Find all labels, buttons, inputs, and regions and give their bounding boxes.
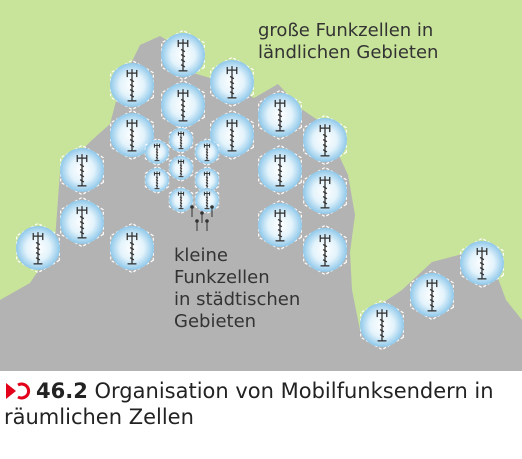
cell-tower-icon bbox=[153, 143, 161, 162]
cell-tower-icon bbox=[226, 66, 238, 99]
figure-caption: 46.2 Organisation von Mobilfunksendern i… bbox=[4, 378, 518, 430]
cell-tower-icon bbox=[274, 154, 286, 187]
large-cell-18 bbox=[410, 269, 454, 321]
large-cell-11 bbox=[303, 166, 347, 218]
cell-tower-icon bbox=[274, 209, 286, 242]
cell-tower-icon bbox=[76, 206, 88, 239]
large-cell-12 bbox=[60, 196, 104, 248]
tower-layer bbox=[16, 29, 504, 351]
rural-cells-label: große Funkzellen in ländlichen Gebieten bbox=[258, 20, 508, 64]
small-cell-2 bbox=[168, 125, 194, 155]
cell-tower-icon bbox=[177, 39, 189, 72]
large-cell-2 bbox=[110, 59, 154, 111]
rural-label-line-1: große Funkzellen in bbox=[258, 20, 434, 41]
cell-tower-icon bbox=[153, 171, 161, 190]
caption-number: 46.2 bbox=[36, 379, 88, 403]
cell-tower-icon bbox=[177, 89, 189, 122]
small-cell-1 bbox=[144, 137, 170, 167]
large-cell-8 bbox=[303, 114, 347, 166]
small-cell-6 bbox=[194, 165, 220, 195]
urban-cells-label: kleine Funkzellen in städtischen Gebiete… bbox=[174, 245, 344, 333]
cell-diagram bbox=[0, 0, 522, 371]
caption-text-line-1: Organisation von Mobilfunksendern in bbox=[94, 379, 494, 403]
caption-marker-icon bbox=[6, 382, 31, 400]
cell-tower-icon bbox=[319, 124, 331, 157]
large-cell-15 bbox=[110, 222, 154, 274]
micro-antenna-icon bbox=[200, 211, 204, 223]
cell-tower-icon bbox=[126, 69, 138, 102]
cell-tower-icon bbox=[126, 119, 138, 152]
large-cell-10 bbox=[258, 144, 302, 196]
urban-label-line-4: Gebieten bbox=[174, 311, 257, 332]
large-cell-19 bbox=[460, 237, 504, 289]
small-cell-3 bbox=[194, 137, 220, 167]
cell-tower-icon bbox=[76, 154, 88, 187]
micro-antenna-icon bbox=[205, 219, 209, 231]
small-cell-4 bbox=[144, 165, 170, 195]
cell-tower-icon bbox=[203, 191, 211, 210]
cell-tower-icon bbox=[426, 279, 438, 312]
rural-label-line-2: ländlichen Gebieten bbox=[258, 42, 439, 63]
micro-antenna-icon bbox=[190, 205, 194, 217]
cell-tower-icon bbox=[177, 131, 185, 150]
large-cell-9 bbox=[60, 144, 104, 196]
cell-tower-icon bbox=[32, 232, 44, 265]
small-cell-7 bbox=[168, 185, 194, 215]
cell-tower-icon bbox=[476, 247, 488, 280]
large-cell-17 bbox=[360, 299, 404, 351]
urban-label-line-2: Funkzellen bbox=[174, 267, 270, 288]
urban-label-line-1: kleine bbox=[174, 245, 228, 266]
cell-tower-icon bbox=[274, 99, 286, 132]
urban-label-line-3: in städtischen bbox=[174, 289, 301, 310]
cell-tower-icon bbox=[177, 159, 185, 178]
large-cell-3 bbox=[210, 56, 254, 108]
cell-tower-icon bbox=[319, 176, 331, 209]
cell-tower-icon bbox=[203, 143, 211, 162]
caption-text-line-2: räumlichen Zellen bbox=[4, 405, 194, 429]
large-cell-5 bbox=[258, 89, 302, 141]
large-cell-1 bbox=[161, 29, 205, 81]
cell-tower-icon bbox=[226, 119, 238, 152]
large-cell-16 bbox=[303, 224, 347, 276]
cell-tower-icon bbox=[376, 309, 388, 342]
micro-antenna-icon bbox=[210, 205, 214, 217]
cell-tower-icon bbox=[177, 191, 185, 210]
large-cell-6 bbox=[110, 109, 154, 161]
large-cell-13 bbox=[258, 199, 302, 251]
large-cell-14 bbox=[16, 222, 60, 274]
large-cell-7 bbox=[210, 109, 254, 161]
small-cell-5 bbox=[168, 153, 194, 183]
micro-antenna-icon bbox=[195, 219, 199, 231]
cell-tower-icon bbox=[126, 232, 138, 265]
cell-tower-icon bbox=[319, 234, 331, 267]
large-cell-4 bbox=[161, 79, 205, 131]
